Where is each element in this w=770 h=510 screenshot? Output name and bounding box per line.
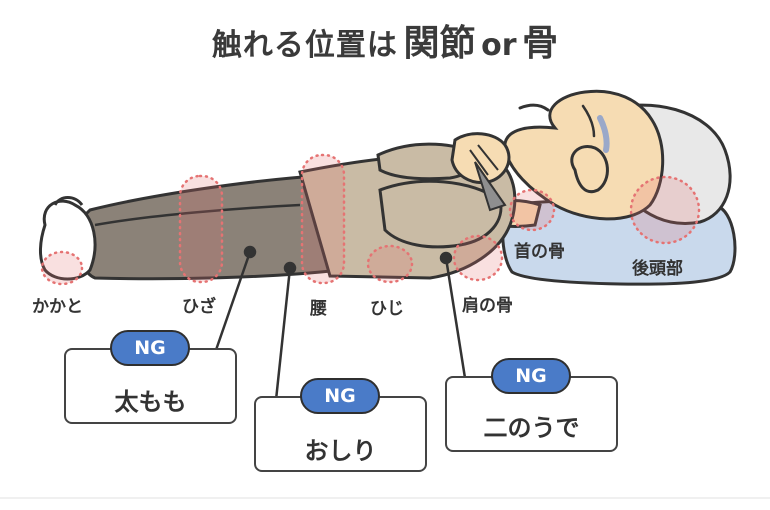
title-prefix: 触れる位置は <box>211 28 398 63</box>
label-neck: 首の骨 <box>514 242 565 262</box>
ng-card-label: おしり <box>304 437 377 465</box>
highlight-zones <box>40 153 701 286</box>
title-or: or <box>481 28 517 63</box>
page-title: 触れる位置は 関節 or 骨 <box>0 14 770 66</box>
label-back-head: 後頭部 <box>632 259 683 279</box>
title-bone: 骨 <box>522 23 559 64</box>
label-shoulder: 肩の骨 <box>462 296 513 316</box>
title-joint: 関節 <box>403 23 476 64</box>
ear <box>570 145 609 194</box>
zone-neck <box>508 188 556 232</box>
zone-heel <box>40 250 84 286</box>
zone-waist <box>300 153 346 285</box>
ng-badge: NG <box>491 358 571 394</box>
label-elbow: ひじ <box>370 299 404 319</box>
hand <box>450 132 511 185</box>
ng-badge: NG <box>300 378 380 414</box>
zone-back-head <box>629 175 701 245</box>
label-heel: かかと <box>32 297 83 317</box>
zone-shoulder <box>452 234 504 282</box>
divider <box>0 497 770 499</box>
zone-knee <box>178 174 224 284</box>
zone-elbow <box>366 244 414 284</box>
foot <box>39 199 97 281</box>
arm <box>378 179 503 249</box>
label-knee: ひざ <box>182 297 216 317</box>
ng-badge: NG <box>110 330 190 366</box>
ng-card-label: 太もも <box>114 388 187 416</box>
ng-card-label: 二のうで <box>483 414 580 442</box>
label-waist: 腰 <box>310 299 327 319</box>
